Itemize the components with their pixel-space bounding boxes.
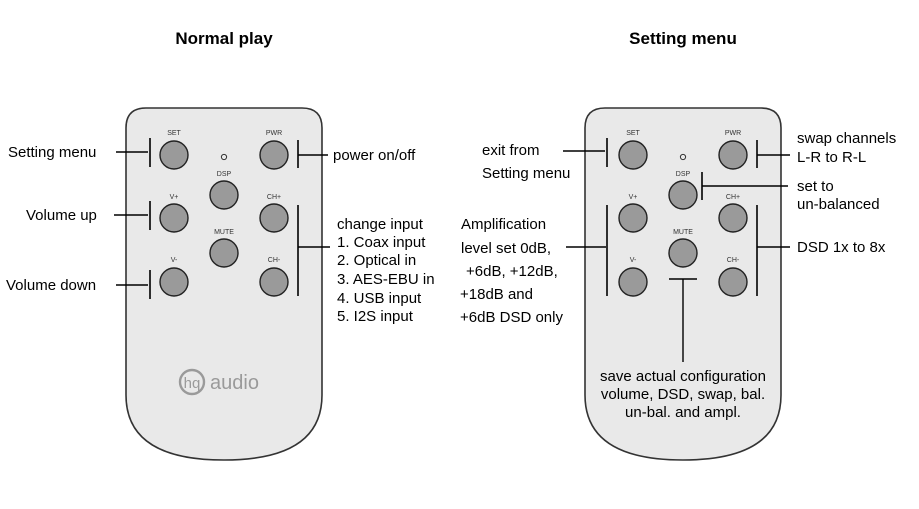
ch-minus-label: CH-: [268, 257, 281, 264]
callout-unbalanced-2: un-balanced: [797, 196, 880, 213]
left-callouts: Setting menu Volume up Volume down power…: [6, 138, 435, 325]
v-plus-label-right: V+: [629, 194, 638, 201]
mute-button[interactable]: [209, 238, 239, 268]
set-label: SET: [167, 130, 181, 137]
callout-volume-up: Volume up: [26, 207, 97, 224]
callout-save-3: un-bal. and ampl.: [625, 404, 741, 421]
callout-input-5: 5. I2S input: [337, 308, 414, 325]
led-indicator: [220, 153, 228, 161]
v-minus-label-right: V-: [630, 257, 637, 264]
callout-input-3: 3. AES-EBU in: [337, 271, 435, 288]
right-callouts: exit from Setting menu Amplification lev…: [460, 130, 896, 421]
channel-down-button[interactable]: [259, 267, 289, 297]
volume-up-button-right[interactable]: [618, 203, 648, 233]
callout-amp-4: +18dB and: [460, 286, 533, 303]
callout-exit-1: exit from: [482, 142, 540, 159]
hq-logo-icon: hq: [178, 368, 206, 396]
callout-power: power on/off: [333, 147, 416, 164]
set-button-right[interactable]: [618, 140, 648, 170]
dsp-label: DSP: [217, 171, 232, 178]
callout-swap-2: L-R to R-L: [797, 149, 866, 166]
title-normal-play: Normal play: [175, 29, 273, 48]
channel-up-button[interactable]: [259, 203, 289, 233]
callout-save-2: volume, DSD, swap, bal.: [601, 386, 765, 403]
v-minus-label: V-: [171, 257, 178, 264]
led-indicator-right: [679, 153, 687, 161]
ch-plus-label-right: CH+: [726, 194, 740, 201]
pwr-label: PWR: [266, 130, 282, 137]
channel-down-button-right[interactable]: [718, 267, 748, 297]
volume-down-button[interactable]: [159, 267, 189, 297]
callout-swap-1: swap channels: [797, 130, 896, 147]
callout-unbalanced-1: set to: [797, 178, 834, 195]
callout-change-input-title: change input: [337, 216, 424, 233]
callout-amp-5: +6dB DSD only: [460, 309, 563, 326]
mute-label-right: MUTE: [673, 229, 693, 236]
callout-save-1: save actual configuration: [600, 368, 766, 385]
callout-amp-3: +6dB, +12dB,: [466, 263, 558, 280]
power-button[interactable]: [259, 140, 289, 170]
title-setting-menu: Setting menu: [629, 29, 737, 48]
dsp-button-right[interactable]: [668, 180, 698, 210]
channel-up-button-right[interactable]: [718, 203, 748, 233]
mute-button-right[interactable]: [668, 238, 698, 268]
remote-left: SET PWR DSP V+ CH+ MUTE V- CH- hq audio: [125, 107, 323, 461]
ch-minus-label-right: CH-: [727, 257, 740, 264]
volume-up-button[interactable]: [159, 203, 189, 233]
power-button-right[interactable]: [718, 140, 748, 170]
callout-input-4: 4. USB input: [337, 290, 422, 307]
callout-volume-down: Volume down: [6, 277, 96, 294]
callout-dsd: DSD 1x to 8x: [797, 239, 886, 256]
logo-text: audio: [210, 372, 259, 394]
ch-plus-label: CH+: [267, 194, 281, 201]
callout-setting-menu: Setting menu: [8, 144, 96, 161]
pwr-label-right: PWR: [725, 130, 741, 137]
callout-input-2: 2. Optical in: [337, 252, 416, 269]
mute-label: MUTE: [214, 229, 234, 236]
callout-amp-1: Amplification: [461, 216, 546, 233]
v-plus-label: V+: [170, 194, 179, 201]
set-button[interactable]: [159, 140, 189, 170]
callout-input-1: 1. Coax input: [337, 234, 426, 251]
svg-text:hq: hq: [184, 375, 201, 392]
set-label-right: SET: [626, 130, 640, 137]
callout-exit-2: Setting menu: [482, 165, 570, 182]
callout-amp-2: level set 0dB,: [461, 240, 551, 257]
volume-down-button-right[interactable]: [618, 267, 648, 297]
dsp-button[interactable]: [209, 180, 239, 210]
dsp-label-right: DSP: [676, 171, 691, 178]
